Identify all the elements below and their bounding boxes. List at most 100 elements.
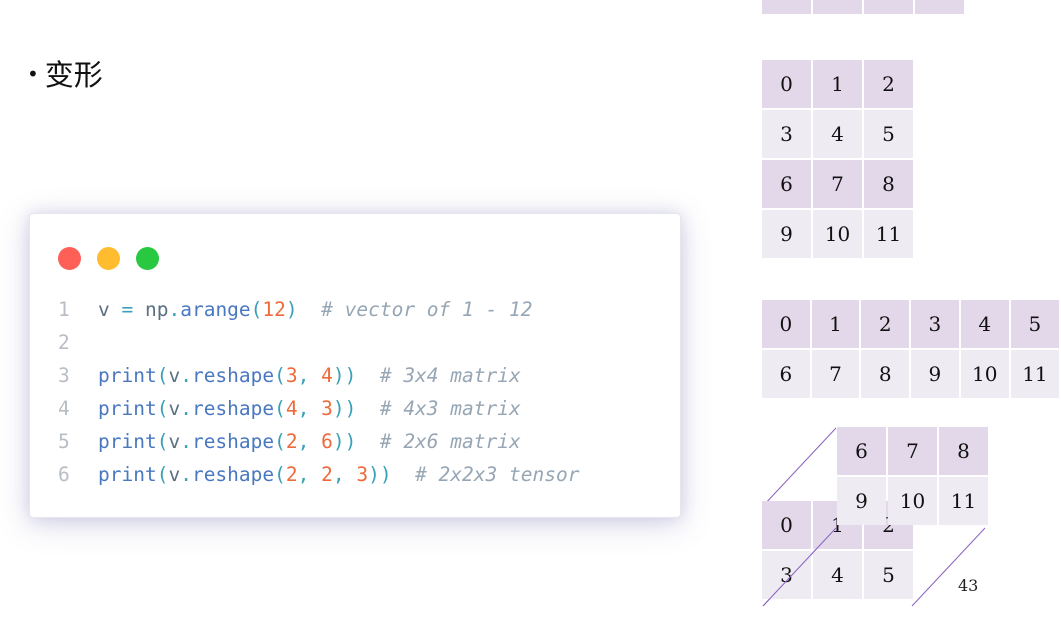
grid-cell: 5 xyxy=(864,551,913,599)
grid-cell: 9 xyxy=(911,350,959,398)
code-token: reshape xyxy=(191,430,275,453)
code-token: 4 xyxy=(321,364,333,387)
code-token: v xyxy=(168,430,181,453)
code-token: print xyxy=(98,430,157,453)
grid-cell: 3 xyxy=(762,110,811,158)
code-token: ( xyxy=(156,430,169,453)
grid-cell: 2 xyxy=(861,300,910,348)
code-token: )) xyxy=(332,364,357,387)
grid-cell xyxy=(864,0,913,14)
grid-cell xyxy=(813,0,862,14)
grid-cell: 0 xyxy=(762,501,811,549)
line-number: 6 xyxy=(58,463,70,486)
grid-cell: 11 xyxy=(1010,350,1059,398)
code-token: 2 xyxy=(285,463,298,486)
bullet-text: 变形 xyxy=(44,58,103,92)
code-token: )) xyxy=(332,397,357,420)
line-number: 1 xyxy=(58,298,70,321)
code-token: reshape xyxy=(191,364,275,387)
code-token: . xyxy=(180,430,192,453)
code-token: , xyxy=(297,364,322,387)
code-token: = xyxy=(109,298,145,321)
line-number: 3 xyxy=(58,364,70,387)
grid-cell: 10 xyxy=(960,350,1009,398)
code-token: print xyxy=(98,364,157,387)
grid-cell: 0 xyxy=(762,300,810,348)
code-line: 2 xyxy=(30,326,579,359)
grid-cell: 11 xyxy=(939,477,988,525)
code-token: ( xyxy=(274,397,286,420)
code-token: ( xyxy=(250,298,263,321)
grid-cell: 7 xyxy=(811,350,860,398)
grid-cell: 9 xyxy=(837,477,886,525)
grid-cell: 9 xyxy=(762,210,811,258)
page-number: 43 xyxy=(958,576,979,595)
code-comment: # vector of 1 - 12 xyxy=(297,298,533,321)
code-token: . xyxy=(180,463,192,486)
code-token: print xyxy=(98,397,157,420)
code-token: print xyxy=(98,463,157,486)
code-token: ( xyxy=(274,430,286,453)
code-token: . xyxy=(180,364,192,387)
grid-cell: 5 xyxy=(1010,300,1059,348)
grid-cell xyxy=(915,0,964,14)
grid-cell: 4 xyxy=(960,300,1009,348)
grid-cell: 7 xyxy=(888,427,937,475)
code-token: 3 xyxy=(356,463,369,486)
grid-cell: 1 xyxy=(811,300,860,348)
code-token: ( xyxy=(274,364,286,387)
code-token: v xyxy=(168,364,181,387)
close-dot-icon xyxy=(58,247,81,270)
grid-cell: 8 xyxy=(939,427,988,475)
code-token: 3 xyxy=(321,397,333,420)
code-token: , xyxy=(332,463,357,486)
code-token: v xyxy=(168,397,181,420)
grid-cell: 10 xyxy=(888,477,937,525)
code-token: 4 xyxy=(285,397,298,420)
grid-cell: 3 xyxy=(762,551,811,599)
grid-cell: 6 xyxy=(837,427,886,475)
code-token: ( xyxy=(156,397,169,420)
code-token: , xyxy=(297,430,322,453)
line-number: 5 xyxy=(58,430,70,453)
grid-cell: 0 xyxy=(762,60,811,108)
code-token: arange xyxy=(180,298,251,321)
code-token: reshape xyxy=(191,397,275,420)
line-number: 4 xyxy=(58,397,70,420)
code-token: ( xyxy=(156,364,169,387)
code-token: )) xyxy=(368,463,392,486)
grid-cell: 7 xyxy=(813,160,862,208)
tensor-edge-line xyxy=(762,427,837,507)
code-token: 2 xyxy=(285,430,298,453)
code-token: np xyxy=(144,298,169,321)
code-token: 2 xyxy=(321,463,333,486)
grid-cell: 6 xyxy=(762,350,810,398)
code-token: ( xyxy=(274,463,286,486)
code-token: ( xyxy=(156,463,169,486)
grid-cell: 8 xyxy=(864,160,913,208)
grid-cell: 1 xyxy=(813,60,862,108)
code-token: v xyxy=(98,298,110,321)
code-comment: # 4x3 matrix xyxy=(356,397,521,420)
grid-cell: 2 xyxy=(864,60,913,108)
minimize-dot-icon xyxy=(97,247,120,270)
line-number: 2 xyxy=(58,331,70,354)
code-comment: # 2x2x3 tensor xyxy=(391,463,580,486)
grid-cell: 6 xyxy=(762,160,811,208)
code-token: 6 xyxy=(321,430,333,453)
code-token: , xyxy=(297,397,322,420)
code-token: ) xyxy=(285,298,298,321)
grid-cell: 3 xyxy=(911,300,959,348)
